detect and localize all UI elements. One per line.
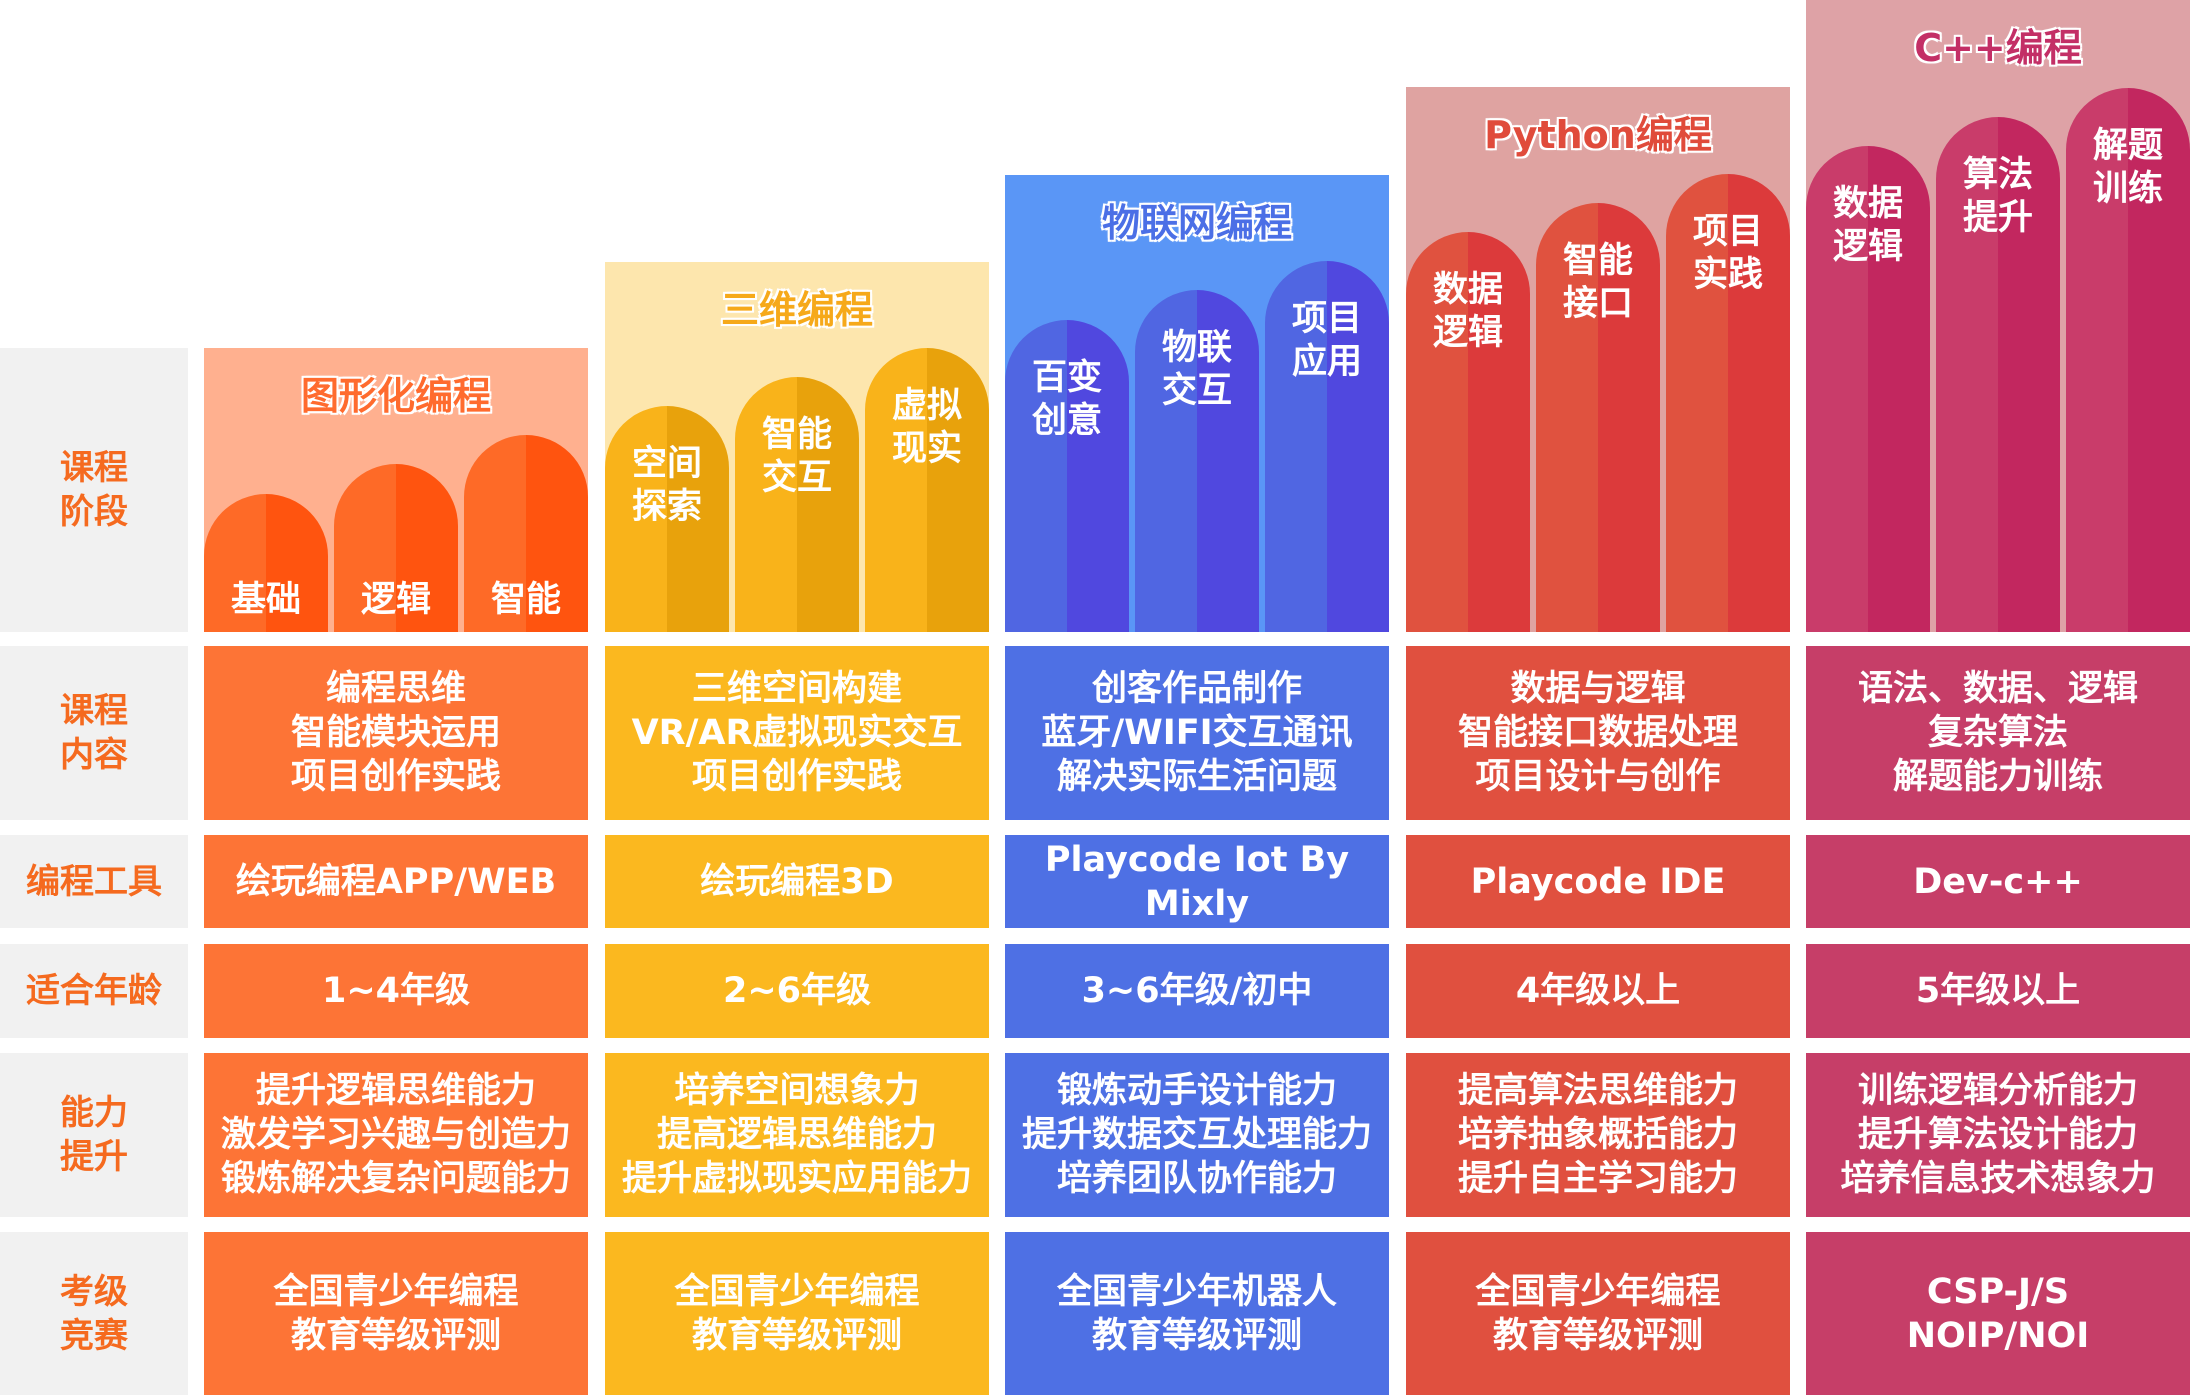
track-exam-cell: 全国青少年编程 教育等级评测 <box>204 1232 588 1395</box>
track-age-cell: 1~4年级 <box>204 944 588 1038</box>
stage-arch: 逻辑 <box>334 464 458 632</box>
stage-label: 虚拟 现实 <box>891 386 962 469</box>
stage-label: 项目 实践 <box>1692 212 1763 295</box>
track-exam-cell: 全国青少年编程 教育等级评测 <box>605 1232 989 1395</box>
stage-arch: 数据 逻辑 <box>1406 232 1530 632</box>
stage-arch: 解题 训练 <box>2066 88 2190 632</box>
track-tool-cell: 绘玩编程3D <box>605 835 989 928</box>
stage-label: 逻辑 <box>360 580 431 620</box>
track-tool-cell: Playcode Iot By Mixly <box>1005 835 1389 928</box>
stage-arch: 智能 接口 <box>1536 203 1660 632</box>
stage-arch: 算法 提升 <box>1936 117 2060 632</box>
stage-label: 解题 训练 <box>2092 126 2163 209</box>
track-title: 三维编程 <box>720 287 873 332</box>
track-exam-cell: 全国青少年机器人 教育等级评测 <box>1005 1232 1389 1395</box>
stage-label: 空间 探索 <box>631 444 702 527</box>
track-age-cell: 4年级以上 <box>1406 944 1790 1038</box>
track-title: Python编程 <box>1484 112 1712 157</box>
stage-label: 智能 交互 <box>761 415 832 498</box>
track-tool-cell: Dev-c++ <box>1806 835 2190 928</box>
row-label-ability: 能力 提升 <box>0 1053 188 1217</box>
track-title: C++编程 <box>1914 25 2082 70</box>
stage-label: 智能 <box>490 580 561 620</box>
row-label-exam: 考级 竞赛 <box>0 1232 188 1395</box>
track-content-cell: 编程思维 智能模块运用 项目创作实践 <box>204 646 588 820</box>
stage-label: 数据 逻辑 <box>1432 270 1503 353</box>
stage-arch: 虚拟 现实 <box>865 348 989 632</box>
stage-arch: 智能 交互 <box>735 377 859 632</box>
stage-label: 物联 交互 <box>1161 328 1232 411</box>
track-tool-cell: Playcode IDE <box>1406 835 1790 928</box>
stage-label: 智能 接口 <box>1562 241 1633 324</box>
stage-label: 项目 应用 <box>1291 299 1362 382</box>
stage-arch: 项目 应用 <box>1265 261 1389 632</box>
stage-arch: 数据 逻辑 <box>1806 146 1930 632</box>
row-label-tool: 编程工具 <box>0 835 188 928</box>
stage-arch: 基础 <box>204 494 328 632</box>
track-tool-cell: 绘玩编程APP/WEB <box>204 835 588 928</box>
stage-arch: 空间 探索 <box>605 406 729 632</box>
row-label-content: 课程 内容 <box>0 646 188 820</box>
track-exam-cell: 全国青少年编程 教育等级评测 <box>1406 1232 1790 1395</box>
track-title: 物联网编程 <box>1101 200 1292 245</box>
stage-label: 百变 创意 <box>1031 358 1102 441</box>
track-age-cell: 3~6年级/初中 <box>1005 944 1389 1038</box>
row-label-stage: 课程 阶段 <box>0 348 188 632</box>
track-age-cell: 5年级以上 <box>1806 944 2190 1038</box>
track-content-cell: 语法、数据、逻辑 复杂算法 解题能力训练 <box>1806 646 2190 820</box>
track-age-cell: 2~6年级 <box>605 944 989 1038</box>
stage-label: 算法 提升 <box>1962 155 2033 238</box>
stage-arch: 项目 实践 <box>1666 174 1790 632</box>
stage-arch: 智能 <box>464 435 588 632</box>
track-title: 图形化编程 <box>300 373 491 418</box>
track-exam-cell: CSP-J/S NOIP/NOI <box>1806 1232 2190 1395</box>
row-label-age: 适合年龄 <box>0 944 188 1038</box>
track-ability-cell: 提高算法思维能力 培养抽象概括能力 提升自主学习能力 <box>1406 1053 1790 1217</box>
track-content-cell: 创客作品制作 蓝牙/WIFI交互通讯 解决实际生活问题 <box>1005 646 1389 820</box>
stage-label: 数据 逻辑 <box>1832 184 1903 267</box>
track-ability-cell: 提升逻辑思维能力 激发学习兴趣与创造力 锻炼解决复杂问题能力 <box>204 1053 588 1217</box>
track-content-cell: 三维空间构建 VR/AR虚拟现实交互 项目创作实践 <box>605 646 989 820</box>
track-ability-cell: 培养空间想象力 提高逻辑思维能力 提升虚拟现实应用能力 <box>605 1053 989 1217</box>
stage-arch: 物联 交互 <box>1135 290 1259 632</box>
track-ability-cell: 锻炼动手设计能力 提升数据交互处理能力 培养团队协作能力 <box>1005 1053 1389 1217</box>
track-ability-cell: 训练逻辑分析能力 提升算法设计能力 培养信息技术想象力 <box>1806 1053 2190 1217</box>
stage-arch: 百变 创意 <box>1005 320 1129 632</box>
track-content-cell: 数据与逻辑 智能接口数据处理 项目设计与创作 <box>1406 646 1790 820</box>
stage-label: 基础 <box>230 580 301 620</box>
